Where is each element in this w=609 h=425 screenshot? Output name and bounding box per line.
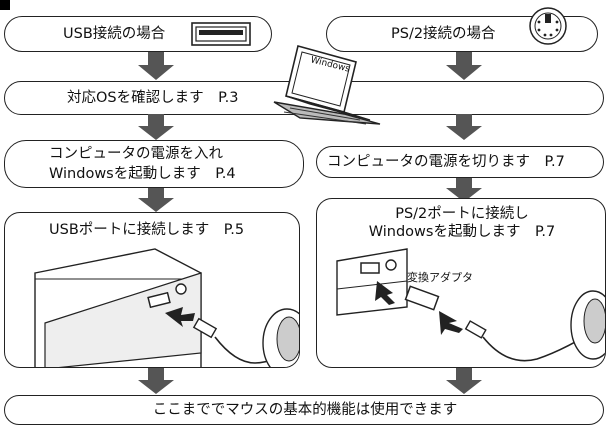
usb-power-on-box: コンピュータの電源を入れ Windowsを起動します P.4: [4, 140, 304, 188]
usb-start-label: USB接続の場合: [63, 26, 166, 42]
ps2-port-connect-panel: PS/2ポートに接続し Windowsを起動します P.7 変換アダプタ: [316, 198, 606, 368]
usb-os-check-label: 対応OSを確認します P.3: [67, 90, 239, 106]
final-result-box: ここまででマウスの基本的機能は使用できます: [4, 395, 604, 425]
usb-port-illustration: [34, 248, 299, 367]
flow-arrow: [446, 52, 482, 80]
flow-arrow: [138, 368, 174, 394]
usb-port-connect-label: USBポートに接続します P.5: [49, 222, 245, 238]
usb-port-connect-panel: USBポートに接続します P.5: [4, 212, 300, 368]
adapter-label: 変換アダプタ: [407, 271, 473, 284]
usb-power-on-line1: コンピュータの電源を入れ: [49, 146, 223, 162]
ps2-power-off-label: コンピュータの電源を切ります P.7: [327, 154, 565, 170]
flow-arrow: [446, 178, 482, 202]
usb-connector-icon: [191, 22, 251, 46]
final-result-label: ここまででマウスの基本的機能は使用できます: [152, 402, 458, 418]
flow-arrow: [138, 188, 174, 212]
ps2-connector-icon: [529, 7, 567, 45]
flow-arrow: [446, 368, 482, 394]
ps2-start-label: PS/2接続の場合: [391, 26, 496, 42]
section-marker: [0, 0, 10, 10]
usb-start-box: USB接続の場合: [4, 16, 272, 52]
ps2-power-off-box: コンピュータの電源を切ります P.7: [316, 146, 604, 178]
flow-arrow: [138, 114, 174, 140]
ps2-port-connect-line2: Windowsを起動します P.7: [368, 224, 556, 240]
ps2-port-illustration: [336, 248, 605, 362]
ps2-port-connect-line1: PS/2ポートに接続し: [395, 206, 529, 222]
flow-arrow: [138, 52, 174, 80]
flow-arrow: [446, 114, 482, 140]
laptop-illustration: [273, 45, 381, 125]
usb-power-on-line2: Windowsを起動します P.4: [49, 166, 236, 182]
